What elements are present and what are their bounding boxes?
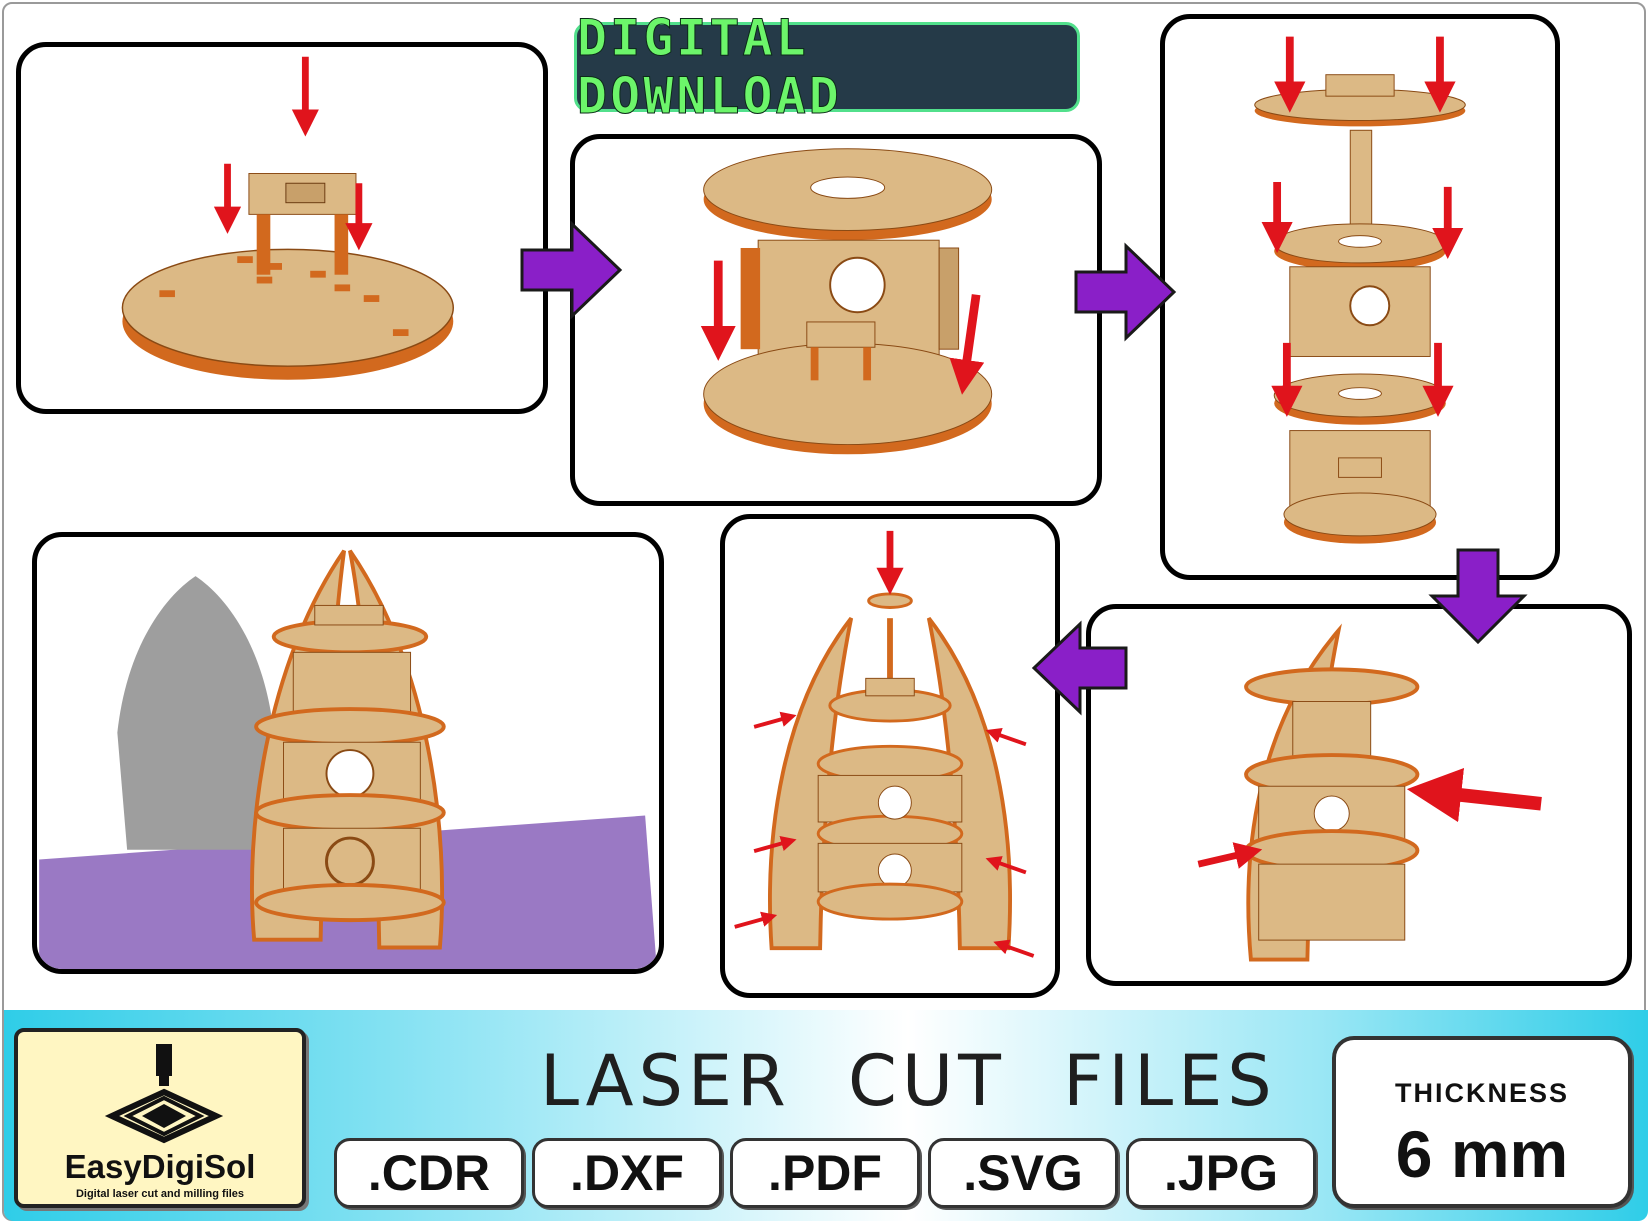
step-3-panel xyxy=(1160,14,1560,580)
step-1-illustration xyxy=(121,56,454,380)
format-label: .SVG xyxy=(963,1145,1083,1201)
step-6-illustration xyxy=(39,549,657,969)
step-5-illustration xyxy=(734,530,1035,958)
step-4-panel xyxy=(1086,604,1632,986)
flow-arrow-step4-to-step5 xyxy=(1031,620,1128,716)
format-label: .PDF xyxy=(768,1145,882,1201)
flow-arrow-step3-to-step4 xyxy=(1428,548,1528,645)
step-4-illustration xyxy=(1197,623,1542,962)
thickness-label: THICKNESS xyxy=(1394,1078,1569,1108)
format-badge-jpg: .JPG xyxy=(1126,1138,1316,1208)
laser-cut-files-heading: LASER CUT FILES xyxy=(540,1040,1277,1122)
format-label: .JPG xyxy=(1164,1145,1278,1201)
format-badge-cdr: .CDR xyxy=(334,1138,524,1208)
format-badge-svg: .SVG xyxy=(928,1138,1118,1208)
digital-download-badge: DIGITAL DOWNLOAD xyxy=(574,9,1080,126)
brand-tagline: Digital laser cut and milling files xyxy=(75,1188,245,1200)
format-badge-dxf: .DXF xyxy=(532,1138,722,1208)
thickness-value: 6 mm xyxy=(1395,1117,1569,1191)
step-3-illustration xyxy=(1254,36,1466,544)
step-2-illustration xyxy=(700,148,993,455)
step-5-panel xyxy=(720,514,1060,998)
step-6-panel xyxy=(32,532,664,974)
laser-machine-icon xyxy=(104,1044,224,1144)
step-2-panel xyxy=(570,134,1102,506)
brand-name: EasyDigiSol xyxy=(64,1148,256,1185)
thickness-box: THICKNESS 6 mm xyxy=(1332,1036,1632,1208)
format-label: .DXF xyxy=(570,1145,684,1201)
format-label: .CDR xyxy=(367,1145,491,1201)
badge-text: DIGITAL DOWNLOAD xyxy=(577,9,842,126)
brand-logo: EasyDigiSol Digital laser cut and millin… xyxy=(14,1028,306,1208)
step-1-panel xyxy=(16,42,548,414)
flow-arrow-step2-to-step3 xyxy=(1074,242,1177,342)
format-badge-pdf: .PDF xyxy=(730,1138,920,1208)
flow-arrow-step1-to-step2 xyxy=(520,220,623,320)
